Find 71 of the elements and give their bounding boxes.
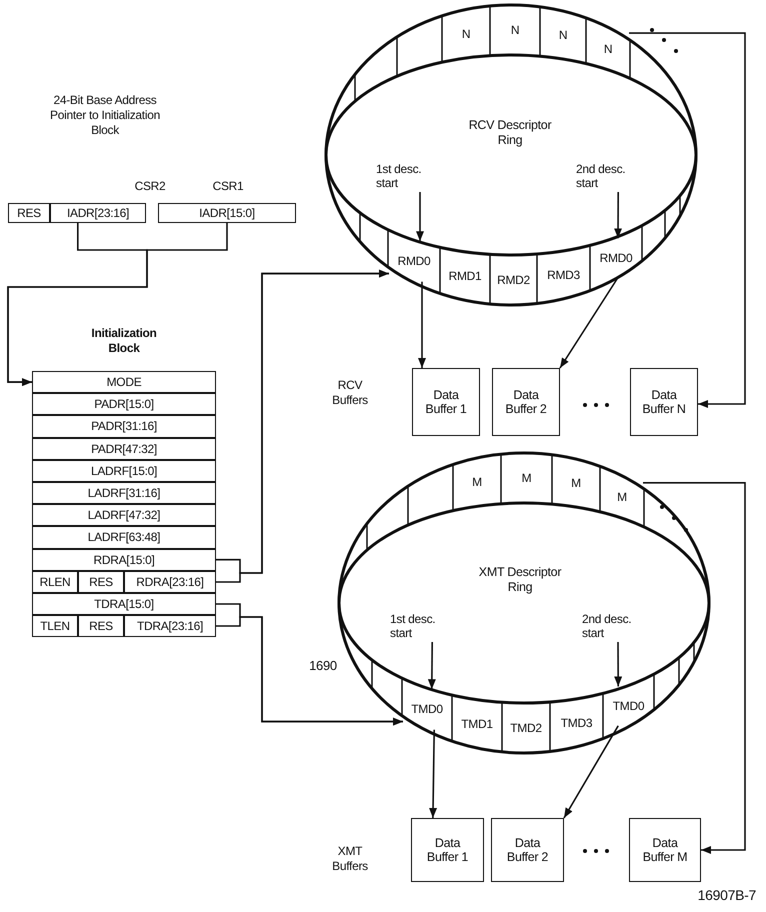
arrow (629, 32, 746, 408)
register-field: RES (78, 615, 124, 637)
descriptor-slot: TMD0 (403, 689, 451, 730)
register-field: LADRF[63:48] (32, 526, 216, 549)
descriptor-slot: TMD1 (453, 700, 501, 748)
figure-heading: 24-Bit Base Address Pointer to Initialization Block (49, 92, 161, 138)
arrow (563, 725, 619, 818)
descriptor-slot: RMD0 (591, 238, 641, 278)
register-field: MODE (32, 371, 216, 394)
arrow (416, 192, 424, 242)
data-buffer-box: Data Buffer 1 (412, 368, 480, 436)
descriptor-ring (337, 451, 711, 755)
register-field: RES (8, 203, 50, 223)
descriptor-slot: M (454, 458, 500, 506)
pointer-label: 2nd desc. start (576, 162, 638, 192)
descriptor-slot: TMD0 (604, 686, 653, 726)
descriptor-slot: M (601, 476, 643, 518)
register-field: LADRF[15:0] (32, 460, 216, 482)
register-label: CSR2 (134, 178, 166, 194)
arrow (429, 730, 438, 818)
arrow (614, 192, 622, 238)
descriptor-slot: TMD3 (551, 700, 602, 746)
data-buffer-box: Data Buffer N (630, 368, 698, 436)
descriptor-slot: RMD3 (538, 252, 589, 298)
figure-fragment: 1690 (308, 657, 338, 673)
arrow (643, 482, 746, 854)
data-buffer-box: Data Buffer M (629, 818, 701, 882)
ring-title: XMT Descriptor Ring (478, 565, 562, 595)
descriptor-slot: N (443, 10, 489, 57)
data-buffer-box: Data Buffer 2 (491, 818, 564, 882)
register-field: TLEN (32, 615, 78, 637)
data-buffer-box: Data Buffer 2 (492, 368, 560, 436)
table-heading: Initialization Block (90, 326, 158, 356)
descriptor-slot: TMD2 (503, 704, 549, 752)
arrow (418, 282, 426, 368)
data-buffer-box: Data Buffer 1 (411, 818, 484, 882)
register-field: IADR[23:16] (50, 203, 146, 223)
descriptor-slot: RMD1 (441, 252, 489, 300)
register-field: TDRA[15:0] (32, 593, 216, 615)
arrow (559, 277, 619, 368)
descriptor-slot: M (553, 460, 599, 506)
register-field: RLEN (32, 571, 78, 593)
register-field: PADR[31:16] (32, 415, 216, 438)
descriptor-slot: M (502, 454, 551, 502)
descriptor-slot: N (541, 12, 585, 58)
arrow (428, 642, 436, 690)
register-field: IADR[15:0] (158, 203, 296, 223)
pointer-label: 2nd desc. start (582, 612, 644, 642)
register-field: LADRF[31:16] (32, 482, 216, 504)
arrow (614, 642, 622, 686)
figure-number: 16907B-7 (696, 886, 756, 904)
pointer-label: 1st desc. start (376, 162, 438, 192)
register-field: RDRA[15:0] (32, 548, 216, 571)
descriptor-slot: RMD2 (491, 256, 536, 304)
descriptor-ring (324, 3, 698, 307)
descriptor-slot: N (491, 6, 539, 54)
descriptor-slot: N (587, 28, 629, 69)
register-field: RES (78, 571, 124, 593)
initialization-block-table (32, 326, 216, 637)
register-field: LADRF[47:32] (32, 504, 216, 526)
ring-title: RCV Descriptor Ring (468, 118, 552, 148)
arrow (7, 223, 228, 386)
register-field: PADR[47:32] (32, 438, 216, 460)
register-field: PADR[15:0] (32, 393, 216, 416)
register-field: TDRA[23:16] (124, 615, 216, 637)
register-field: RDRA[23:16] (124, 571, 216, 593)
register-label: CSR1 (212, 178, 244, 194)
pointer-label: 1st desc. start (390, 612, 452, 642)
buffer-group-label: RCV Buffers (331, 377, 369, 409)
buffer-group-label: XMT Buffers (331, 843, 369, 875)
descriptor-slot: RMD0 (389, 241, 439, 282)
